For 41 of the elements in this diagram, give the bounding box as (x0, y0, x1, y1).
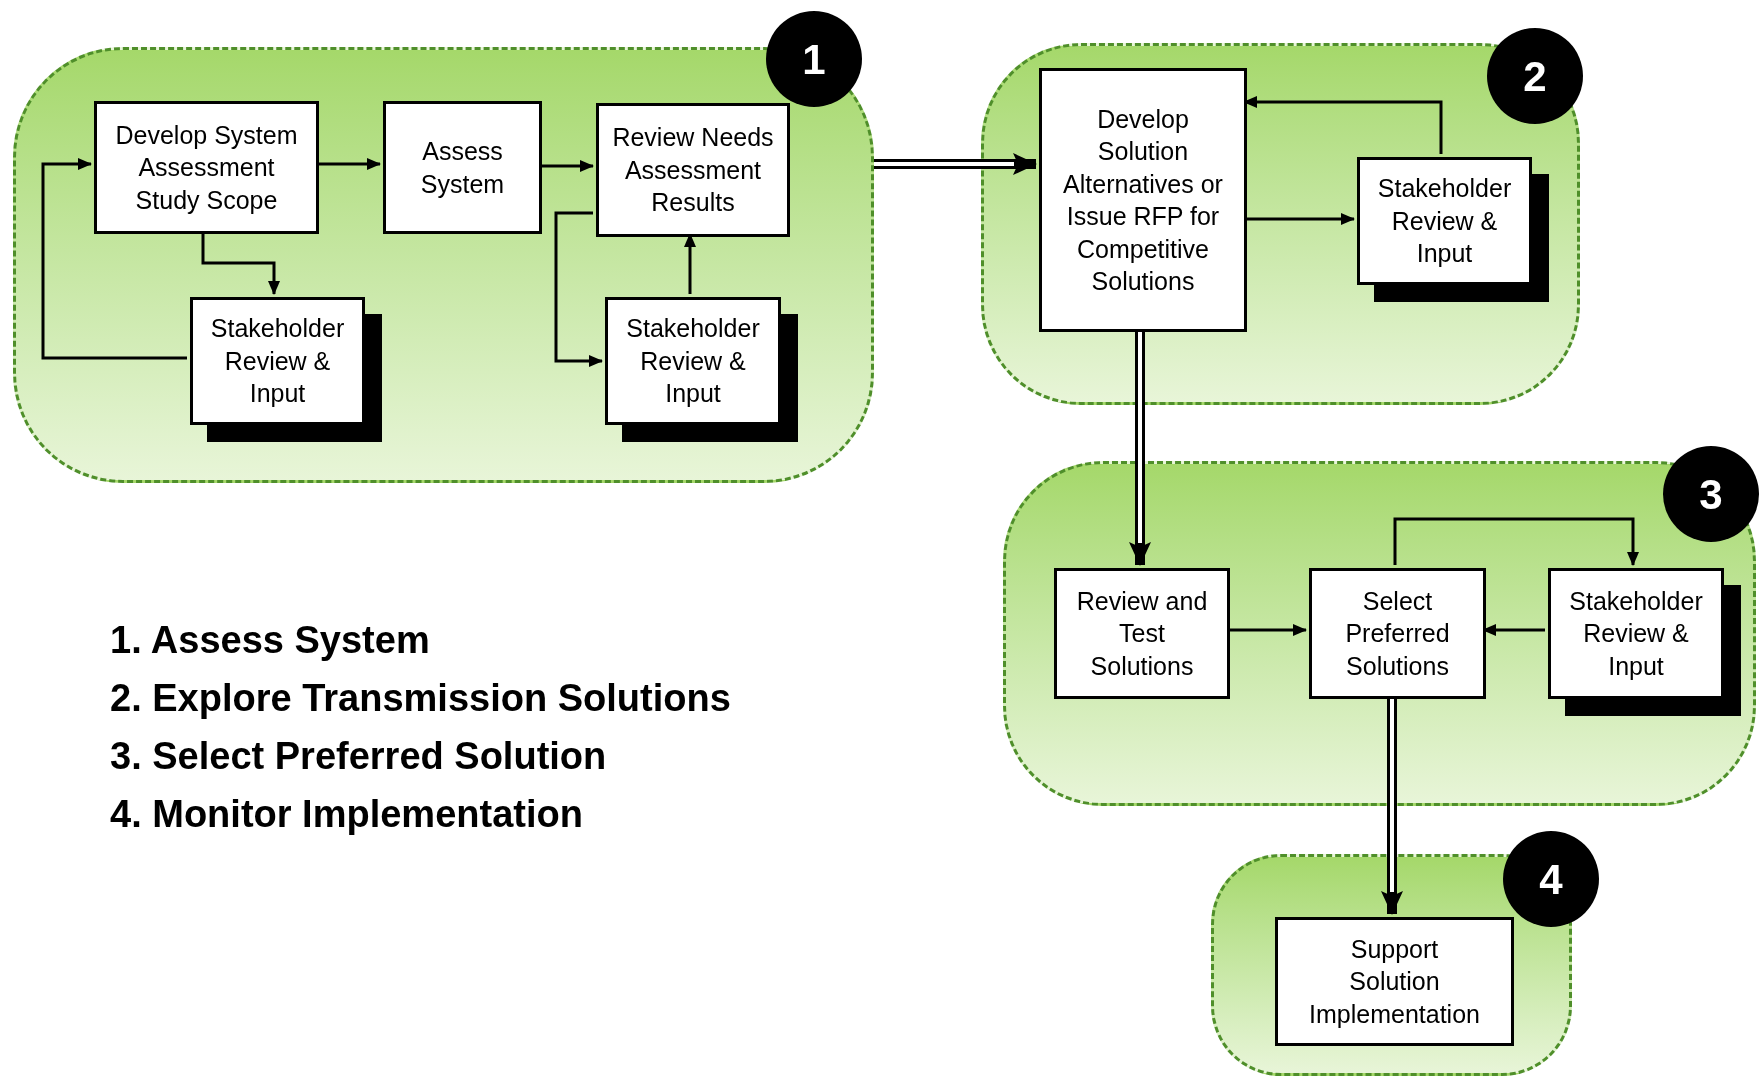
arrow (1244, 213, 1355, 225)
list-item: 1. Assess System (110, 618, 430, 663)
list-item: 2. Explore Transmission Solutions (110, 676, 731, 721)
number-badge: 3 (1663, 446, 1759, 542)
number-badge: 2 (1487, 28, 1583, 124)
box-text: Develop System Assessment Study Scope (114, 119, 299, 216)
arrow (1393, 517, 1639, 566)
double-arrow (874, 153, 1037, 175)
box-text: Stakeholder Review & Input (1376, 173, 1513, 270)
list-item: 3. Select Preferred Solution (110, 734, 607, 779)
process-box (596, 103, 790, 237)
box-text: Develop Solution Alternatives or Issue RFP for Competitive Solutions (1062, 103, 1224, 297)
arrow (41, 158, 187, 360)
arrow (201, 231, 280, 295)
box-text: Assess System (419, 136, 506, 200)
box-text: Review and Test Solutions (1075, 585, 1209, 682)
arrow (554, 211, 603, 367)
double-arrow (1381, 696, 1403, 915)
process-box (1548, 568, 1724, 699)
box-text: Stakeholder Review & Input (209, 313, 346, 410)
process-box (1039, 68, 1247, 332)
arrow (539, 160, 594, 172)
process-box (1357, 157, 1532, 285)
list-item: 4. Monitor Implementation (110, 792, 583, 837)
process-box (383, 101, 542, 234)
box-text: Review Needs Assessment Results (611, 122, 775, 219)
box-text: Select Preferred Solutions (1344, 585, 1451, 682)
process-box (1309, 568, 1486, 699)
arrow (1227, 624, 1307, 636)
process-box (1054, 568, 1230, 699)
process-box (190, 297, 365, 425)
process-box (94, 101, 319, 234)
process-box (1275, 917, 1514, 1046)
box-text: Stakeholder Review & Input (625, 313, 761, 410)
box-text: Stakeholder Review & Input (1568, 585, 1704, 682)
process-box (605, 297, 781, 425)
number-badge: 1 (766, 11, 862, 107)
number-badge: 4 (1503, 831, 1599, 927)
arrow (316, 158, 381, 170)
double-arrow (1129, 329, 1151, 566)
box-text: Support Solution Implementation (1309, 933, 1480, 1030)
